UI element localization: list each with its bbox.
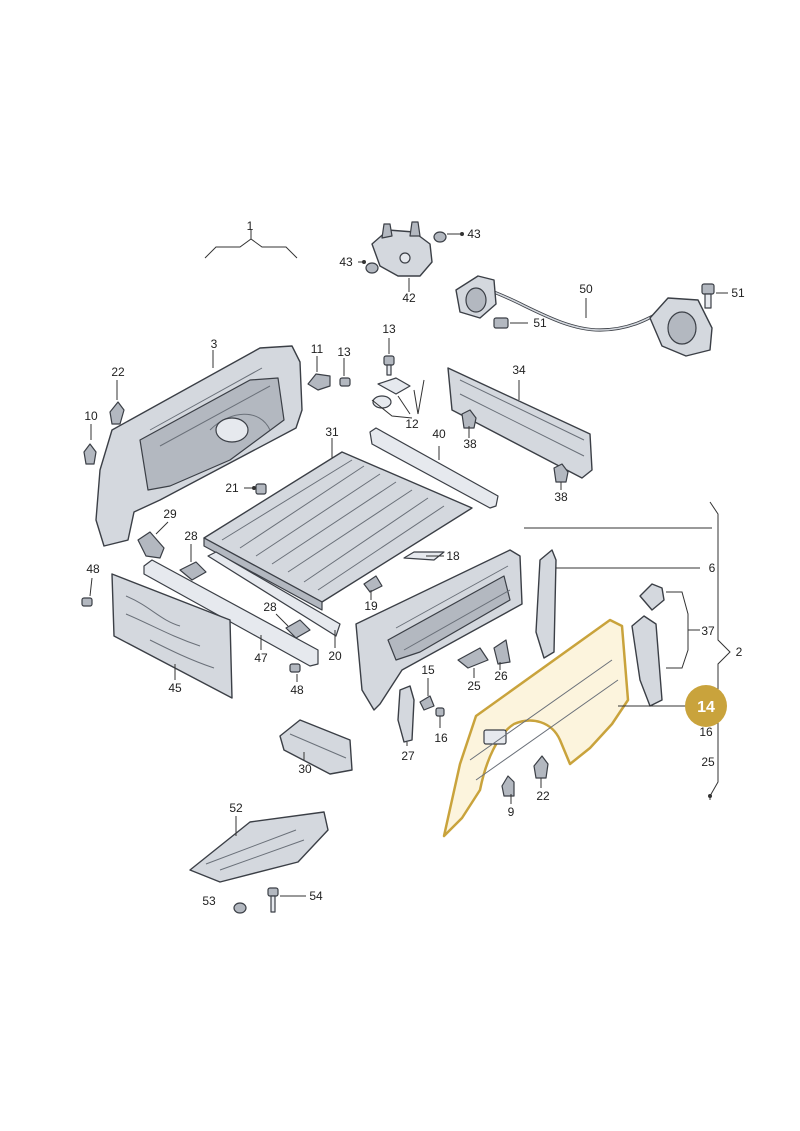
label-27: 27 [401,749,415,763]
bracket-part-19 [363,575,383,600]
wheelhouse-outer-panel-highlighted [442,618,630,838]
label-20: 20 [328,649,342,663]
label-34: 34 [512,363,526,377]
bolt-part-13-center [383,338,395,376]
rail-part-47 [143,559,319,667]
label-51-right: 51 [731,286,745,300]
label-40: 40 [432,427,446,441]
cap-part-10 [83,424,97,465]
callout-14-text: 14 [697,699,715,716]
label-43-left: 43 [339,255,353,269]
label-13-left: 13 [337,345,351,359]
label-45: 45 [168,681,182,695]
bolt-part-54 [267,887,306,913]
label-30: 30 [298,762,312,776]
bracket-part-28-left [179,544,207,581]
bolt-part-48-right [289,663,301,682]
label-16-right: 16 [699,725,713,739]
label-50: 50 [579,282,593,296]
label-28-left: 28 [184,529,198,543]
brackets-part-37 [631,583,700,707]
label-3: 3 [211,337,218,351]
label-11: 11 [311,342,324,356]
clip-part-38-top [461,409,477,438]
label-15: 15 [421,663,435,677]
label-38-top: 38 [463,437,477,451]
label-10: 10 [84,409,98,423]
label-22-right: 22 [536,789,550,803]
label-9: 9 [508,805,515,819]
label-1: 1 [247,219,254,233]
rail-part-20 [207,551,341,648]
label-48-right: 48 [290,683,304,697]
label-51-left: 51 [533,316,547,330]
label-21: 21 [225,481,239,495]
panel-part-34 [447,367,593,479]
label-26: 26 [494,669,508,683]
front-wall-part-3 [95,345,303,547]
nut-part-43-left [358,260,379,274]
label-37: 37 [701,624,715,638]
label-13-center: 13 [382,322,396,336]
bolt-part-13-left [339,358,351,387]
tray-part-52 [189,811,329,883]
bracket-1 [204,230,298,259]
label-25-center: 25 [467,679,481,693]
label-38-bottom: 38 [554,490,568,504]
callout-labels: 1 43 43 42 50 51 51 3 11 13 13 12 22 10 … [84,219,745,908]
floor-part-31 [203,438,473,611]
label-53: 53 [202,894,216,908]
label-52: 52 [229,801,243,815]
bed-side-section [355,549,523,711]
bracket-part-30 [279,719,353,775]
label-16-center: 16 [434,731,448,745]
bolt-part-51-right [701,283,728,309]
label-25-right: 25 [701,755,715,769]
label-47: 47 [254,651,268,665]
bracket-part-29 [137,521,169,559]
callout-14-highlighted: 14 [685,685,727,727]
bracket-part-26 [493,639,511,670]
label-6: 6 [709,561,716,575]
bolt-part-51-left [493,317,528,329]
group-bracket-2 [524,501,731,800]
cap-part-22-left [109,380,125,425]
label-54: 54 [309,889,323,903]
crossmember-part-18 [403,551,445,561]
side-panel-part-45 [111,573,233,699]
cable-part-50 [455,275,713,357]
label-19: 19 [364,599,378,613]
pillar-part-27 [397,685,415,746]
label-12: 12 [405,417,419,431]
label-29: 29 [163,507,177,521]
label-42: 42 [402,291,416,305]
cap-part-9 [501,775,515,804]
bracket-part-25 [457,647,489,678]
callout-14-circle [685,685,727,727]
clip-part-38-bottom [553,463,569,490]
anchor-part-12 [371,377,425,419]
nut-part-43-top [433,231,464,243]
label-18: 18 [446,549,460,563]
bolt-part-48-left [81,577,93,607]
label-43-top: 43 [467,227,481,241]
clip-part-15 [419,678,435,711]
bracket-part-28-right [275,613,311,639]
label-22-left: 22 [111,365,125,379]
cap-part-22-right [533,755,549,788]
rail-part-40 [369,427,499,509]
label-31: 31 [325,425,339,439]
label-28-right: 28 [263,600,277,614]
label-2: 2 [736,645,743,659]
nut-part-53 [233,902,247,914]
label-48-left: 48 [86,562,100,576]
hook-part-11 [307,356,331,391]
bolt-part-21 [244,483,267,495]
pillar-part-6 [535,549,700,659]
bracket-part-42 [371,221,433,292]
bolt-part-16 [435,707,445,728]
